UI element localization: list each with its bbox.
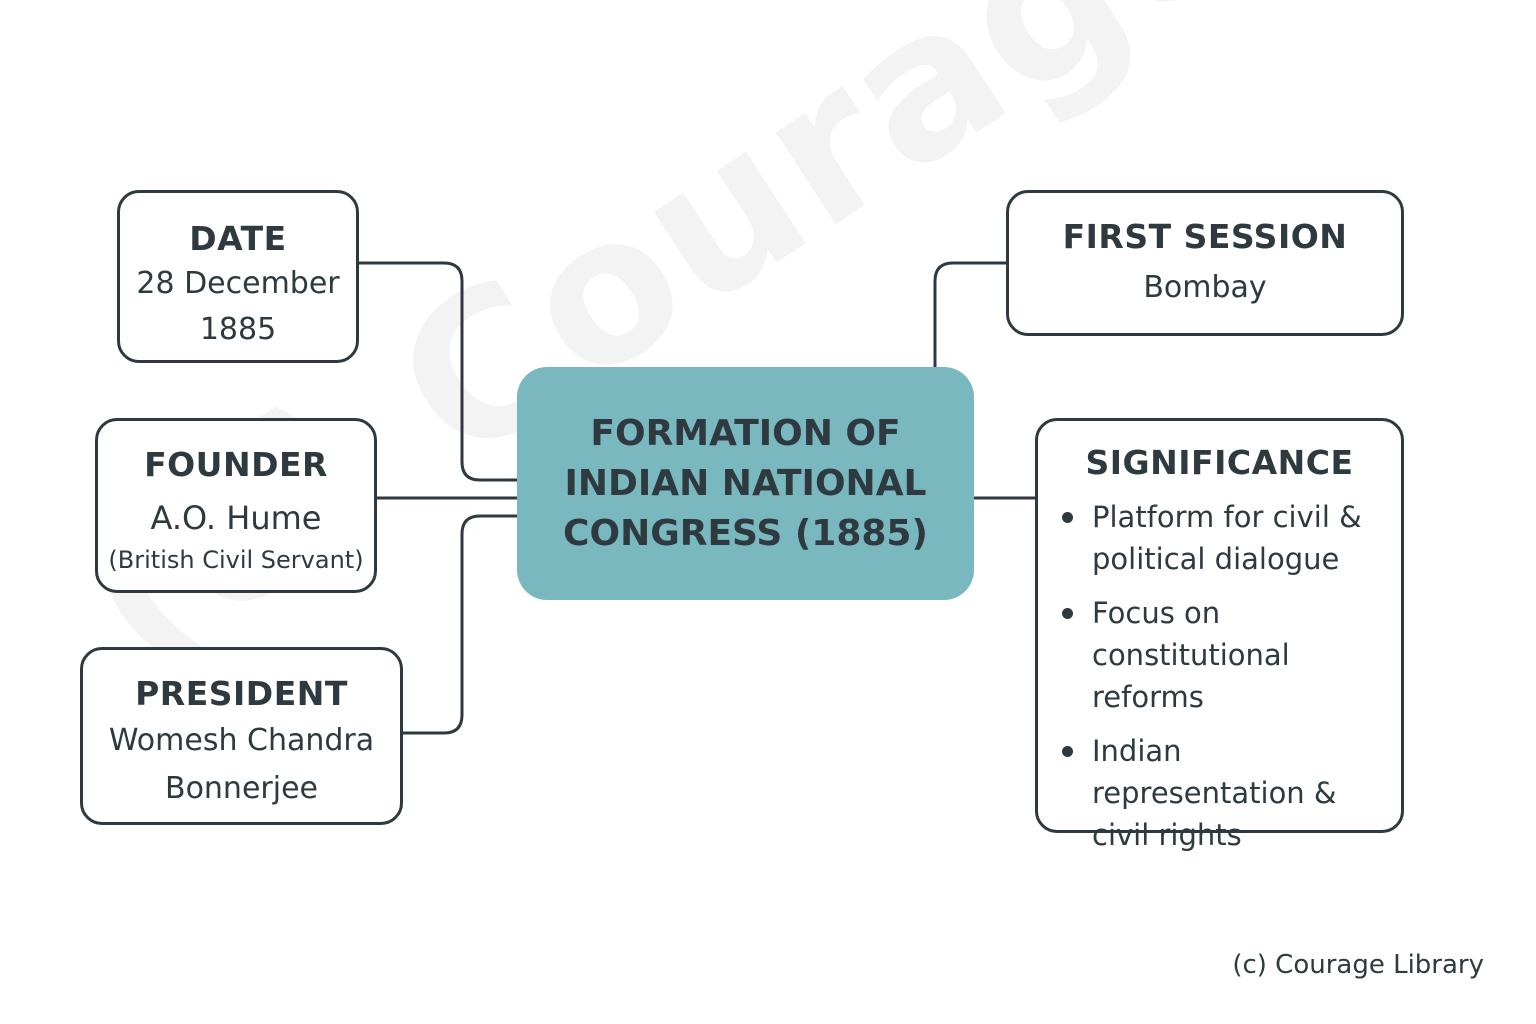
founder-title: FOUNDER: [144, 445, 328, 484]
significance-item-text: Focus on constitutional reforms: [1092, 596, 1290, 714]
date-title: DATE: [189, 219, 287, 258]
central-topic-node: FORMATION OF INDIAN NATIONAL CONGRESS (1…: [517, 367, 974, 600]
founder-note: (British Civil Servant): [108, 546, 364, 574]
connector-first-session: [933, 261, 1006, 367]
significance-title: SIGNIFICANCE: [1085, 443, 1354, 482]
significance-item: Focus on constitutional reforms: [1060, 592, 1401, 718]
central-topic-title: FORMATION OF INDIAN NATIONAL CONGRESS (1…: [563, 412, 928, 554]
president-value-line2: Bonnerjee: [164, 771, 318, 806]
significance-item: Platform for civil & political dialogue: [1060, 496, 1401, 580]
copyright-text: (c) Courage Library: [1232, 950, 1484, 980]
significance-list: Platform for civil & political dialogue …: [1038, 496, 1401, 856]
date-node: DATE 28 December 1885: [117, 190, 359, 363]
founder-value: A.O. Hume: [150, 499, 322, 537]
connector-president: [403, 514, 517, 735]
significance-item: Indian representation & civil rights: [1060, 730, 1401, 856]
date-value-line2: 1885: [199, 312, 277, 347]
date-value-line1: 28 December: [136, 266, 340, 301]
significance-node: SIGNIFICANCE Platform for civil & politi…: [1035, 418, 1404, 852]
significance-item-text: Platform for civil & political dialogue: [1092, 500, 1362, 576]
bullet-icon: [1062, 608, 1073, 619]
first-session-title: FIRST SESSION: [1062, 217, 1348, 256]
founder-node: FOUNDER A.O. Hume (British Civil Servant…: [95, 418, 377, 593]
president-value-line1: Womesh Chandra: [108, 723, 375, 758]
first-session-node: FIRST SESSION Bombay: [1006, 190, 1404, 336]
significance-item-text: Indian representation & civil rights: [1092, 734, 1337, 852]
president-title: PRESIDENT: [135, 674, 348, 713]
bullet-icon: [1062, 746, 1073, 757]
president-node: PRESIDENT Womesh Chandra Bonnerjee: [80, 647, 403, 825]
bullet-icon: [1062, 512, 1073, 523]
first-session-value: Bombay: [1143, 270, 1267, 305]
connector-date: [359, 261, 517, 482]
